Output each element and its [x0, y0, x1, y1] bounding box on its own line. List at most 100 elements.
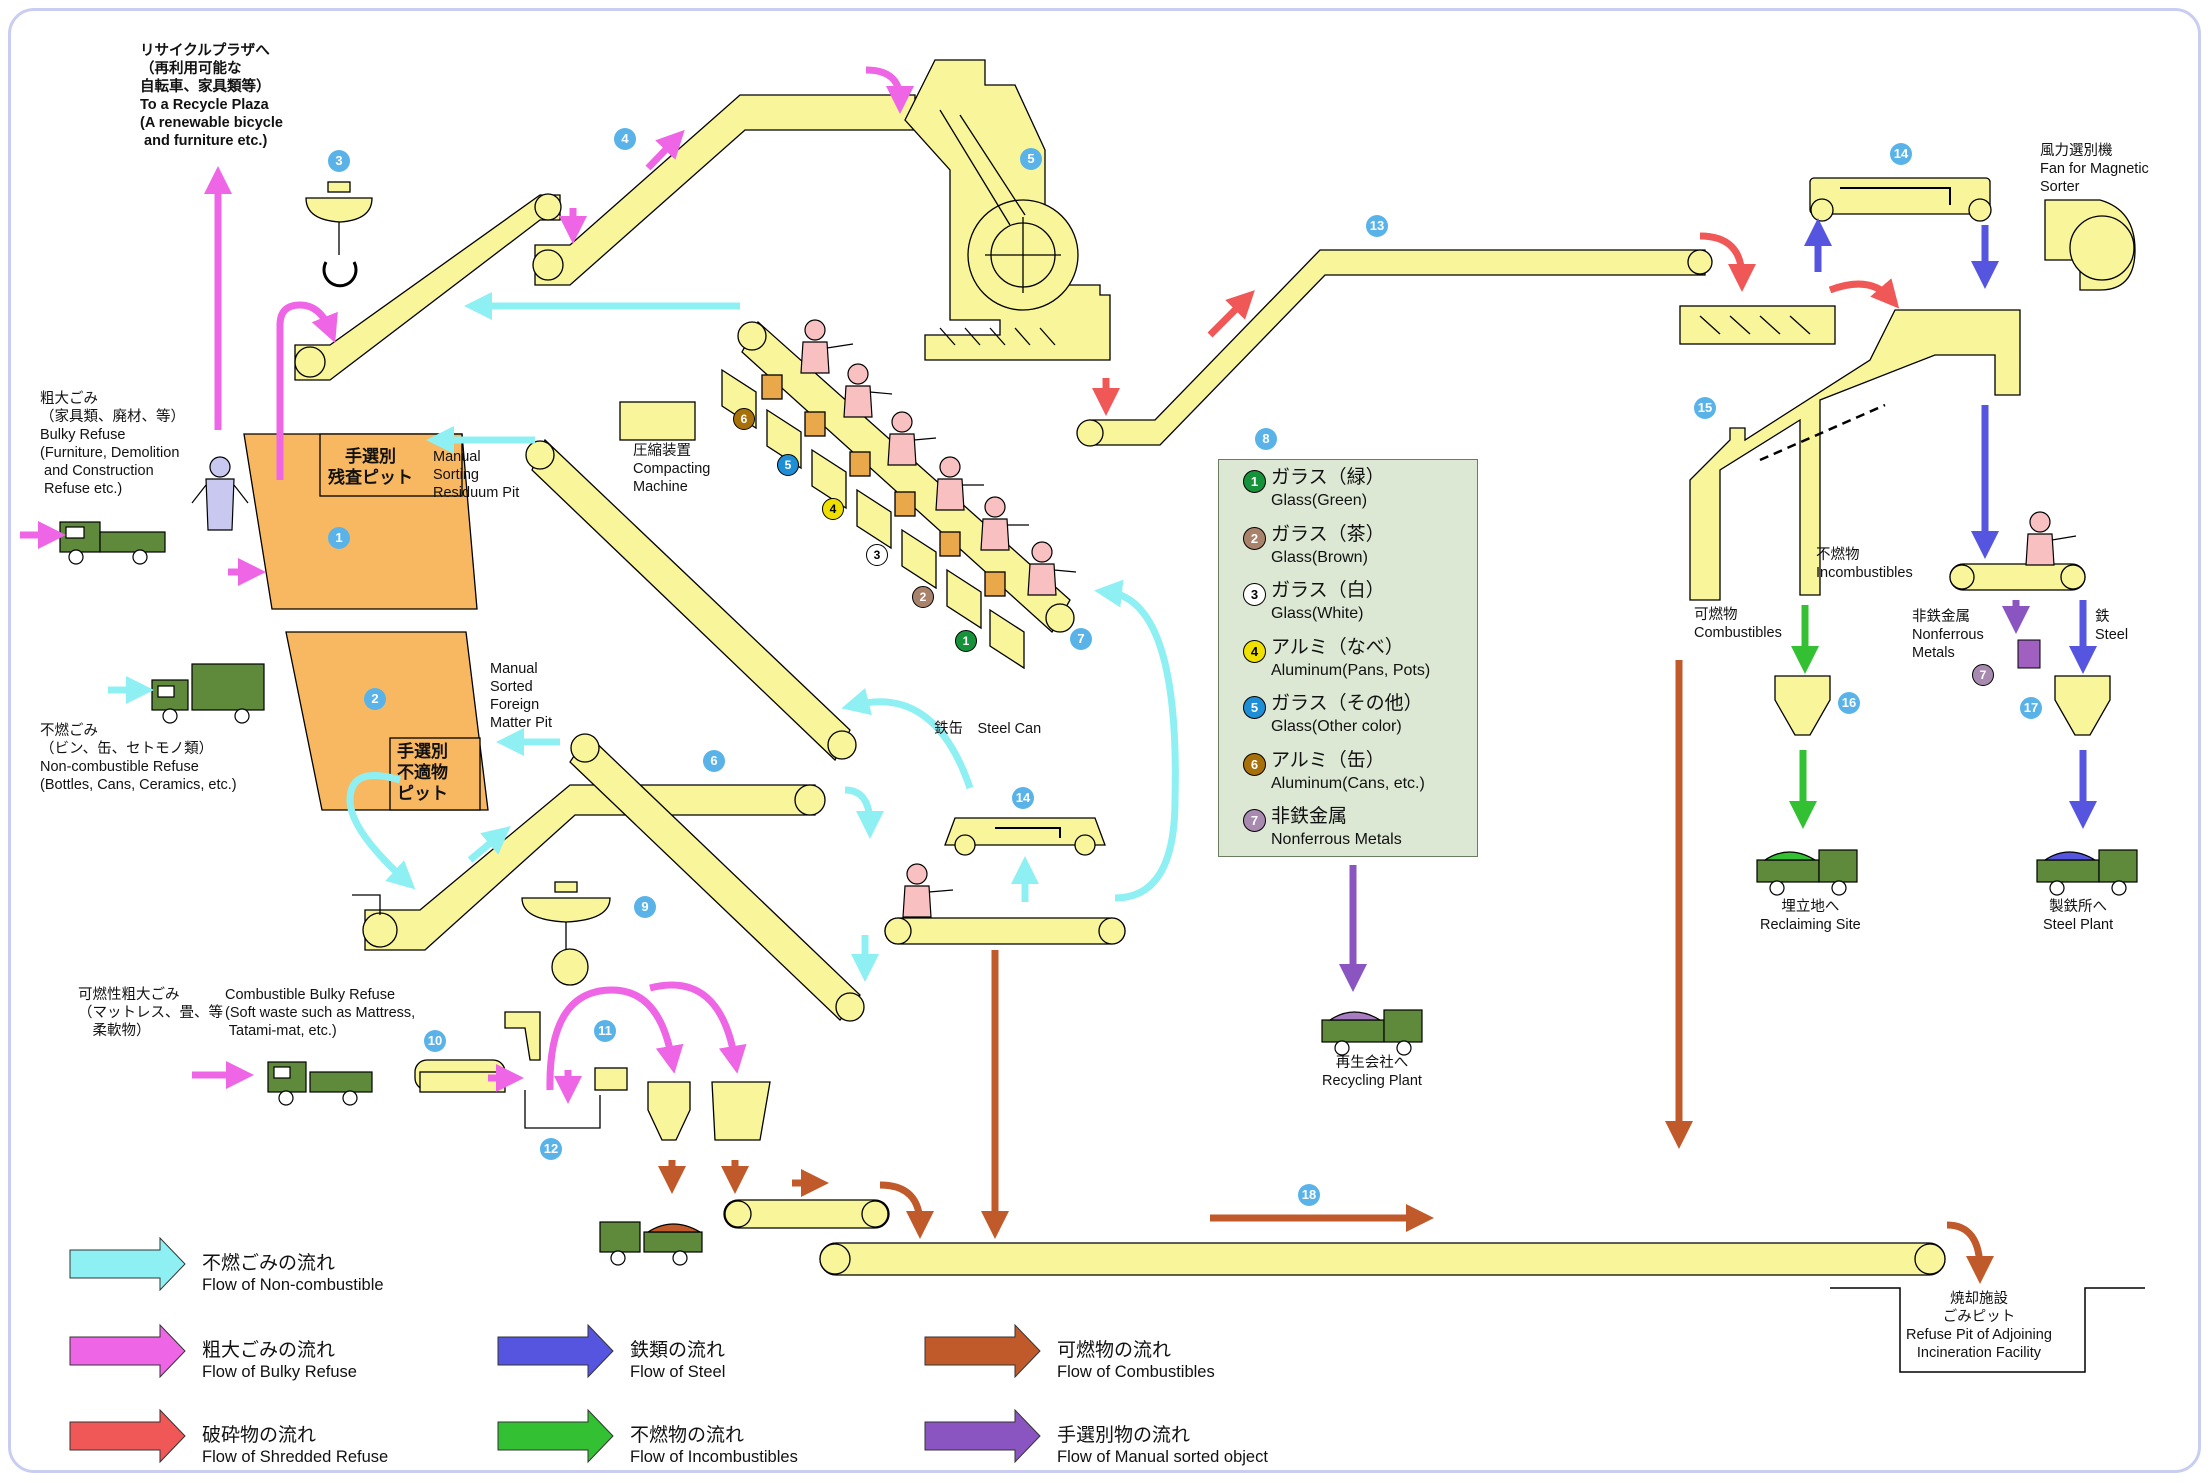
- step-9-badge: 9: [634, 896, 656, 918]
- legend-label-en: Flow of Steel: [630, 1363, 726, 1381]
- legend-label-ja: 粗大ごみの流れ: [202, 1340, 336, 1361]
- legend-label-ja: 可燃物の流れ: [1057, 1340, 1172, 1361]
- crane-3: [305, 181, 373, 288]
- step-6-badge: 6: [703, 750, 725, 772]
- conveyor-bottom-14: [884, 917, 1126, 945]
- step-15-badge: 15: [1694, 397, 1716, 419]
- legend-label-en: Flow of Incombustibles: [630, 1448, 798, 1466]
- sort-mark-4: 4: [822, 498, 844, 520]
- material-number-badge: 6: [1243, 752, 1266, 776]
- material-name-en: Glass(Green): [1271, 492, 1368, 509]
- legend-label-ja: 鉄類の流れ: [630, 1340, 726, 1361]
- step-16-badge: 16: [1838, 692, 1860, 714]
- material-name-en: Glass(Other color): [1271, 718, 1402, 735]
- material-name-en: Glass(White): [1271, 605, 1364, 622]
- incombustibles-label: 不燃物 Incombustibles: [1816, 547, 1913, 581]
- material-name-en: Glass(Brown): [1271, 548, 1368, 566]
- legend-label-ja: 不燃物の流れ: [630, 1425, 745, 1446]
- legend-label-ja: 不燃ごみの流れ: [202, 1253, 336, 1274]
- material-number-badge: 3: [1243, 583, 1266, 606]
- bulky-refuse-label: 粗大ごみ （家具類、廃材、等） Bulky Refuse (Furniture,…: [40, 391, 185, 497]
- shredded-flow: [1092, 232, 1900, 416]
- manual-sorted-flow: [1339, 600, 2030, 992]
- step-10-badge: 10: [424, 1030, 446, 1052]
- step-7-badge: 7: [1070, 628, 1092, 650]
- residuum-pit-label: Manual Sorting Residuum Pit: [433, 449, 520, 501]
- legend-label-en: Flow of Combustibles: [1057, 1363, 1215, 1381]
- material-name-en: Nonferrous Metals: [1271, 831, 1402, 848]
- sort-mark-3: 3: [866, 544, 888, 566]
- crane-9: [521, 881, 611, 986]
- sort-mark-6: 6: [733, 408, 755, 430]
- legend-label-en: Flow of Manual sorted object: [1057, 1448, 1268, 1466]
- step-3-badge: 3: [328, 150, 350, 172]
- conveyor-6-diag: [569, 733, 861, 1021]
- conveyor-small: [723, 1199, 890, 1229]
- material-number-badge: 7: [1243, 809, 1266, 832]
- diagram-frame: [8, 8, 2201, 1473]
- pit-2-label: 手選別 不適物 ピット: [397, 742, 448, 803]
- step-5-badge: 5: [1020, 148, 1042, 170]
- material-name-en: Aluminum(Cans, etc.): [1271, 774, 1425, 792]
- legend-label-en: Flow of Shredded Refuse: [202, 1448, 389, 1466]
- legend-label-ja: 手選別物の流れ: [1057, 1425, 1191, 1446]
- refuse-pit-outline: [1830, 1287, 2145, 1373]
- hopper-17: [2054, 675, 2111, 736]
- sorting-belt: [741, 320, 1071, 634]
- material-name-ja: ガラス（白）: [1271, 580, 1385, 601]
- conveyor-13: [1089, 249, 1706, 446]
- step-8-badge: 8: [1255, 428, 1277, 450]
- combustibles-label: 可燃物 Combustibles: [1694, 607, 1782, 641]
- steel-plant-label: 製鉄所へ Steel Plant: [2043, 899, 2114, 933]
- legend-label-en: Flow of Bulky Refuse: [202, 1363, 357, 1381]
- nonferrous-metals-label: 非鉄金属 Nonferrous Metals: [1912, 609, 1984, 661]
- noncombustible-refuse-label: 不燃ごみ （ビン、缶、セトモノ類） Non-combustible Refuse…: [40, 723, 237, 793]
- recycling-plant-label: 再生会社へ Recycling Plant: [1322, 1055, 1422, 1089]
- incombustible-flow: [1789, 605, 1819, 829]
- shaker-plate: [1679, 305, 1836, 345]
- hopper-a: [647, 1081, 691, 1141]
- pit-1-label: 手選別 残査ピット: [328, 447, 413, 487]
- steel-flow: [1804, 218, 2097, 829]
- legend-label-ja: 破砕物の流れ: [202, 1425, 317, 1446]
- refuse-pit-label: 焼却施設 ごみピット Refuse Pit of Adjoining Incin…: [1906, 1291, 2052, 1361]
- sort-mark-2: 2: [912, 586, 934, 608]
- combustible-bulky-ja-label: 可燃性粗大ごみ （マットレス、畳、等 柔軟物）: [78, 987, 223, 1039]
- step-14-badge-right: 14: [1890, 143, 1912, 165]
- trucks: [59, 521, 2138, 1266]
- sorted-items: [761, 374, 1006, 597]
- step-1-badge: 1: [328, 527, 350, 549]
- step-18-badge: 18: [1298, 1184, 1320, 1206]
- conveyor-3-4: [294, 194, 561, 381]
- hopper-b: [711, 1081, 771, 1141]
- noncombustible-flow: [108, 292, 1179, 982]
- step-17-badge: 17: [2020, 697, 2042, 719]
- combustible-flow: [658, 660, 1994, 1284]
- step-4-badge: 4: [614, 128, 636, 150]
- fan-magnetic-sorter-label: 風力選別機 Fan for Magnetic Sorter: [2040, 143, 2149, 195]
- step-13-badge: 13: [1366, 215, 1388, 237]
- material-name-ja: アルミ（なべ）: [1271, 636, 1404, 658]
- sort-mark-5: 5: [777, 454, 799, 476]
- material-number-badge: 2: [1243, 526, 1266, 550]
- conveyor-top-right-14: [1809, 177, 1991, 215]
- material-number-badge: 5: [1243, 696, 1266, 719]
- conveyor-4-top: [534, 94, 916, 286]
- legend-arrows: [69, 1236, 1041, 1464]
- conveyor-6: [364, 784, 816, 951]
- material-number-badge: 4: [1243, 639, 1266, 663]
- recycle-plaza-label: リサイクルプラザへ （再利用可能な 自転車、家具類等） To a Recycle…: [140, 43, 283, 149]
- conveyor-18: [819, 1242, 1946, 1276]
- step-2-badge: 2: [364, 688, 386, 710]
- step-14-badge-center: 14: [1012, 787, 1034, 809]
- material-name-ja: ガラス（緑）: [1271, 467, 1385, 488]
- sort-mark-7: 7: [1972, 664, 1994, 686]
- sort-mark-1: 1: [955, 630, 977, 652]
- steel-can-label: 鉄缶 Steel Can: [934, 721, 1042, 737]
- conveyors: [294, 59, 2136, 1276]
- hopper-16: [1774, 675, 1831, 736]
- material-name-ja: 非鉄金属: [1271, 806, 1348, 827]
- bulky-flow: [20, 66, 914, 1104]
